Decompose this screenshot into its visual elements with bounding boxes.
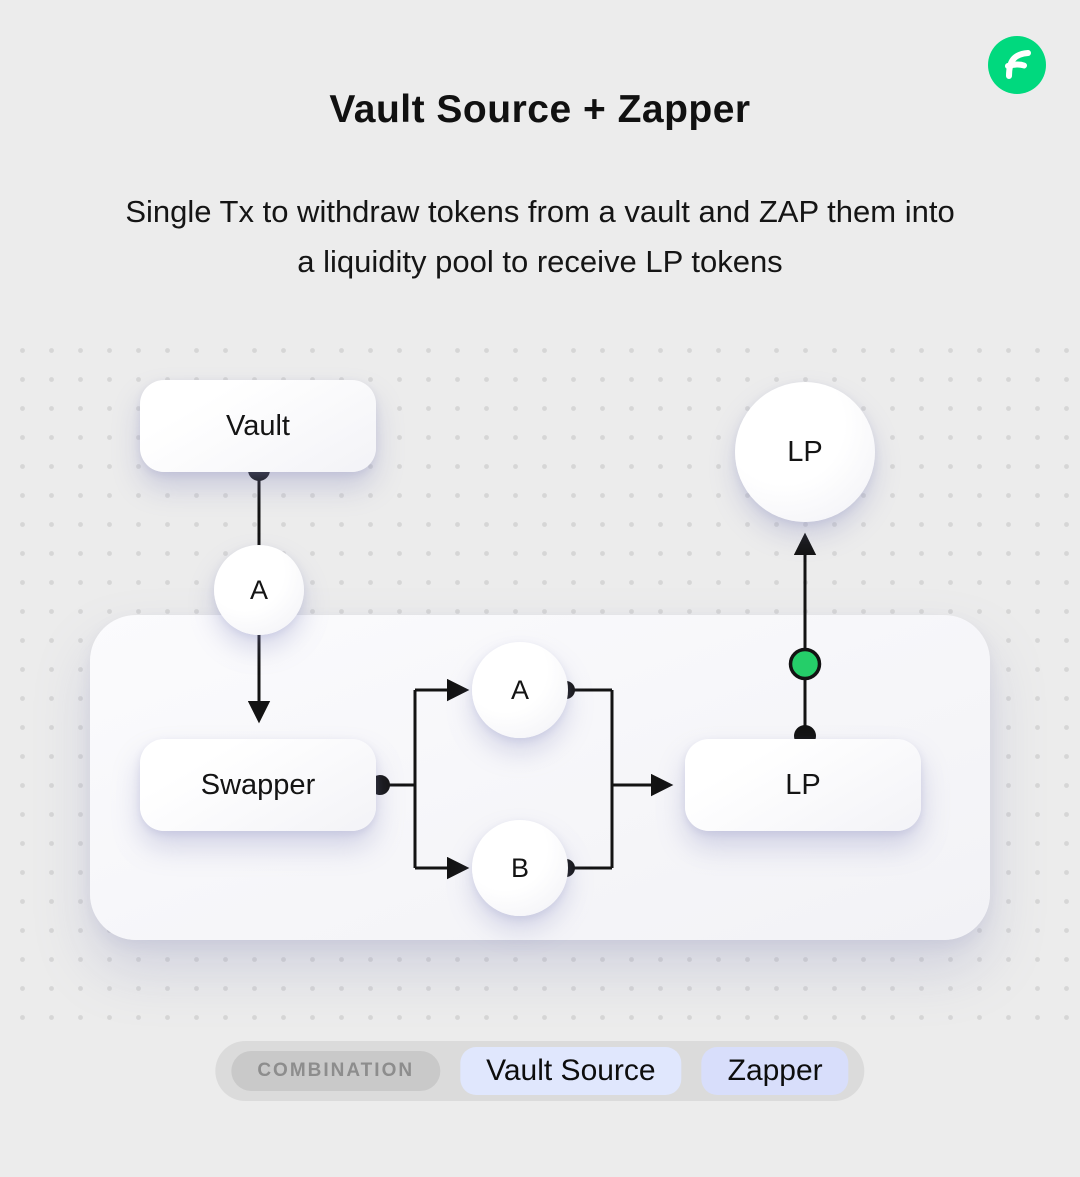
tag-vault-source: Vault Source	[460, 1047, 682, 1095]
lp-token-label: LP	[787, 435, 823, 468]
vault-node-label: Vault	[226, 409, 290, 442]
mid-token-a-label: A	[249, 574, 268, 605]
lp-token-node: LP	[735, 382, 875, 522]
token-a-node: A	[472, 642, 568, 738]
mid-token-a-node: A	[214, 545, 304, 635]
page-title: Vault Source + Zapper	[329, 88, 751, 132]
page-subtitle: Single Tx to withdraw tokens from a vaul…	[125, 194, 955, 280]
token-b-node: B	[472, 820, 568, 916]
tag-zapper: Zapper	[701, 1047, 849, 1095]
brand-logo-svg	[988, 36, 1046, 94]
swapper-node: Swapper	[140, 739, 376, 831]
vault-node: Vault	[140, 380, 376, 472]
lp-pool-label: LP	[785, 768, 821, 801]
token-b-label: B	[510, 852, 529, 883]
swapper-node-label: Swapper	[200, 768, 316, 801]
brand-logo-icon	[988, 36, 1046, 94]
token-a-label: A	[510, 674, 529, 705]
legend-bar: COMBINATION Vault Source Zapper	[215, 1041, 865, 1101]
combination-badge: COMBINATION	[231, 1051, 441, 1091]
lp-pool-node: LP	[685, 739, 921, 831]
